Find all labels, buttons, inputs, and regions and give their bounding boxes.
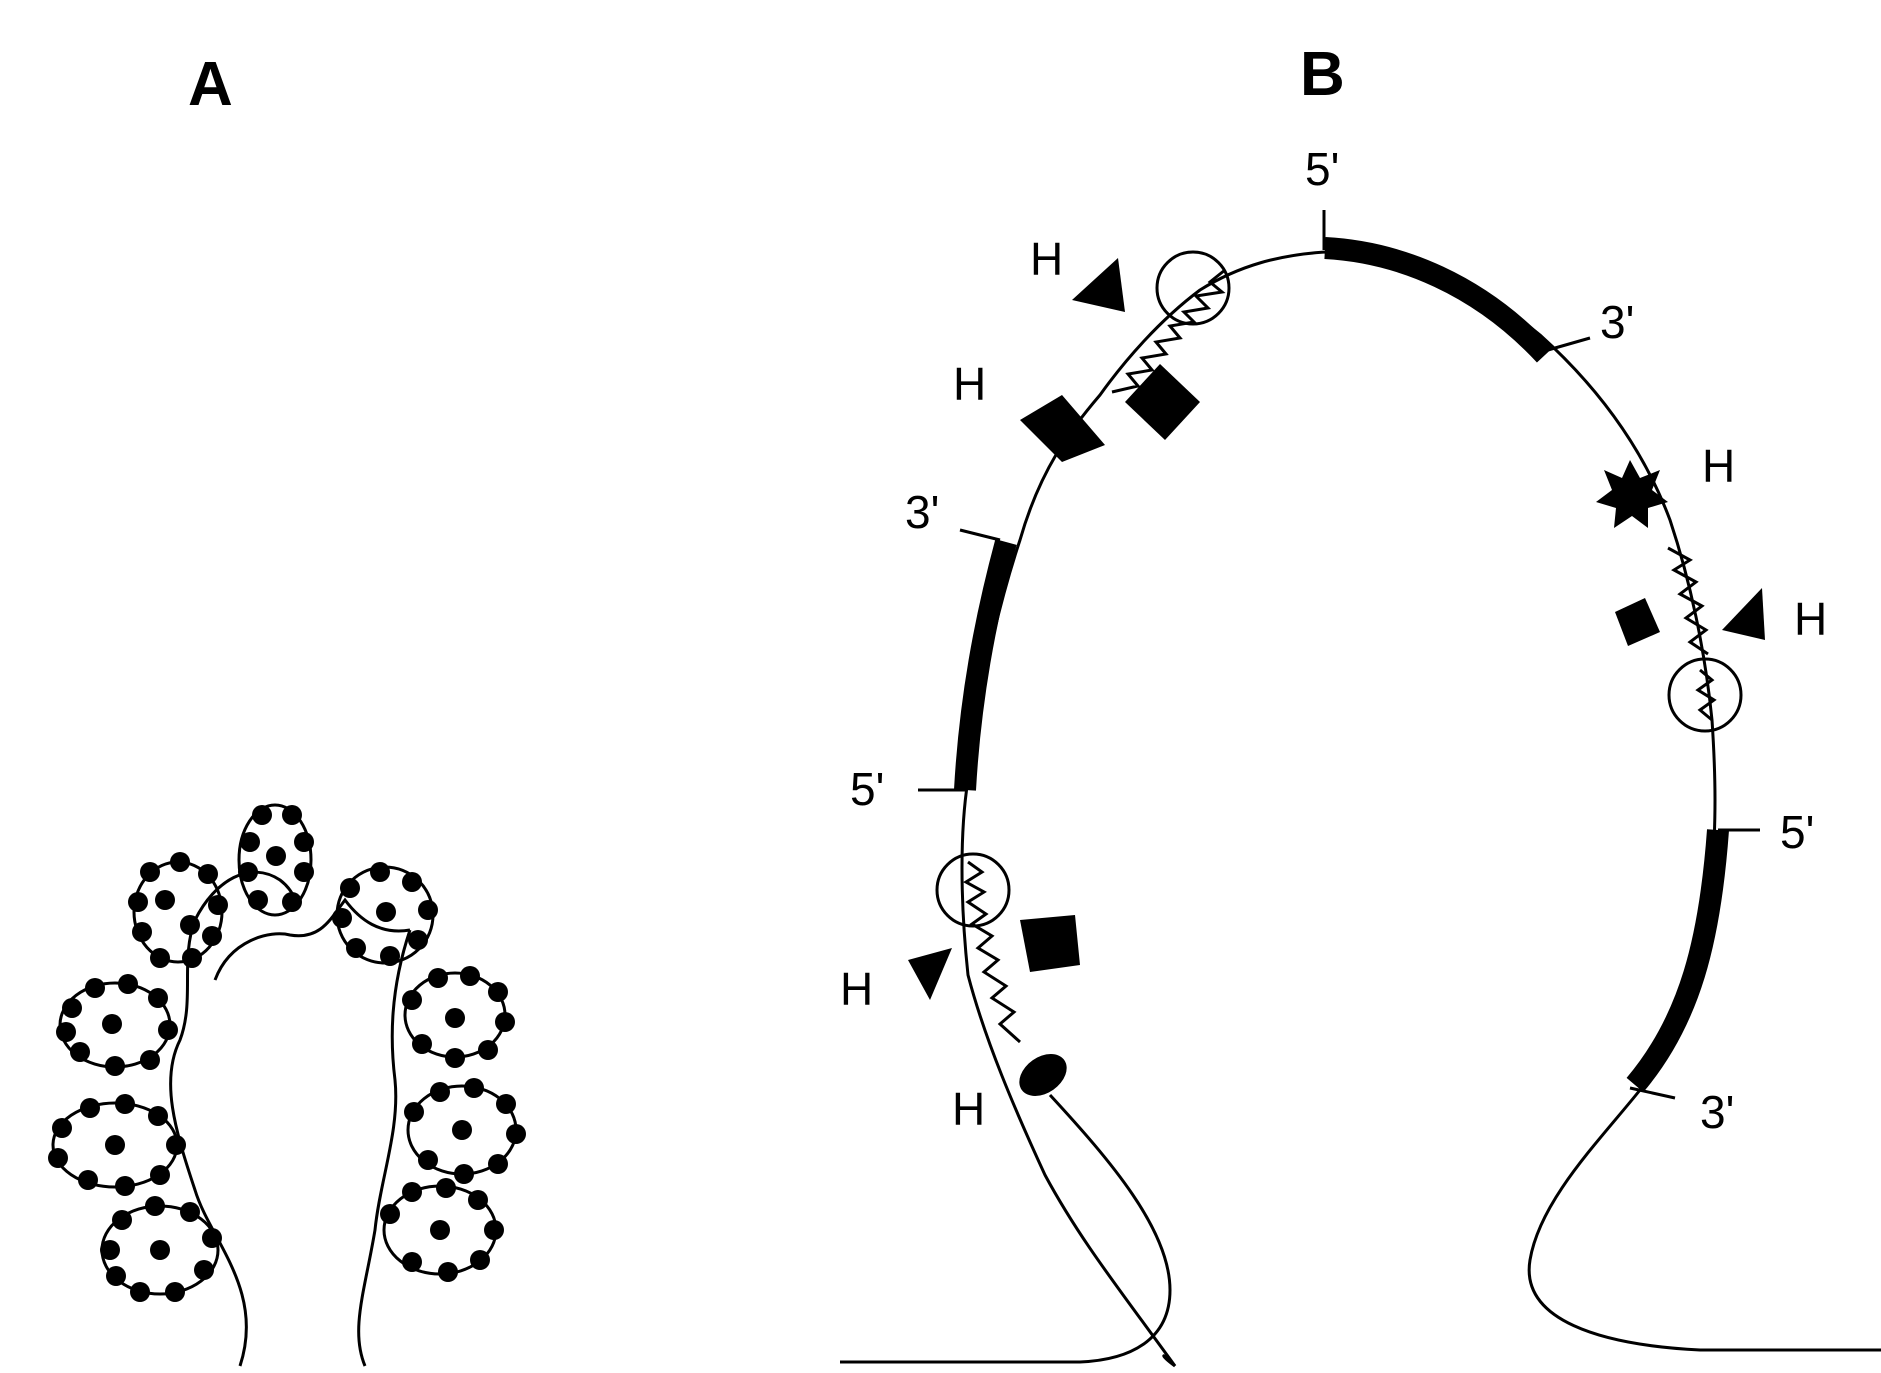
h-label-5: H (1702, 440, 1735, 492)
panel-a-loop-9 (380, 1178, 504, 1282)
regulatory-cluster-upper-left (1020, 250, 1231, 462)
regulatory-cluster-right (1596, 460, 1765, 733)
label-right-five-prime: 5' (1780, 806, 1814, 858)
star-marker (1596, 460, 1668, 528)
panel-b-label: B (1300, 40, 1345, 109)
square-marker-right (1615, 598, 1660, 646)
panel-a-fiber-top (213, 897, 411, 981)
panel-b-strand-left-bottom (840, 1093, 1172, 1364)
triangle-marker (1072, 258, 1125, 312)
panel-a-fiber-right (357, 929, 412, 1367)
label-top-three-prime: 3' (1600, 296, 1634, 348)
panel-a-loop-2 (237, 803, 314, 917)
gene-segment-left (954, 539, 1017, 791)
panel-a-loop-1 (128, 852, 228, 968)
panel-a-loop-6 (48, 1094, 186, 1196)
label-left-three-prime: 3' (905, 486, 939, 538)
zigzag-in-ring-right (1695, 668, 1717, 722)
label-right-three-prime: 3' (1700, 1086, 1734, 1138)
panel-a-loop-5 (402, 966, 515, 1068)
tick-top-3 (1547, 336, 1591, 352)
panel-a-fiber (169, 870, 299, 1367)
label-left-five-prime: 5' (850, 763, 884, 815)
panel-a-loop-7 (404, 1078, 526, 1184)
gene-segment-top (1324, 237, 1554, 363)
regulatory-cluster-lower-left (908, 852, 1080, 1096)
h-label-2: H (953, 358, 986, 410)
panel-b-strand (960, 250, 1881, 1367)
tick-right-3 (1629, 1086, 1676, 1100)
square-marker (1125, 364, 1200, 440)
h-label-3: H (840, 963, 873, 1015)
binding-site-ring-right (1667, 657, 1743, 733)
triangle-marker-lower (908, 948, 952, 1000)
diamond-marker (1020, 395, 1105, 462)
panel-a-label: A (188, 50, 233, 119)
panel-b: B 5' 3' 3' 5' 5' 3' H H (840, 40, 1881, 1368)
gene-segment-right (1626, 829, 1729, 1093)
binding-site-ring (1155, 250, 1231, 326)
panel-a-loop-3 (332, 862, 438, 966)
panel-a: A (48, 50, 526, 1367)
oval-marker (1019, 1054, 1067, 1096)
h-label-4: H (952, 1083, 985, 1135)
tick-left-3 (959, 528, 1001, 542)
zigzag-linker (1111, 268, 1226, 394)
zigzag-linker-lower (963, 860, 1022, 1044)
h-label-1: H (1030, 233, 1063, 285)
zigzag-linker-right (1667, 546, 1709, 656)
panel-b-strand-left-end (1162, 1354, 1177, 1368)
panel-a-loop-4 (56, 974, 178, 1076)
triangle-marker-right (1722, 588, 1765, 640)
h-label-6: H (1794, 593, 1827, 645)
square-marker-lower (1020, 915, 1080, 972)
label-top-five-prime: 5' (1305, 143, 1339, 195)
panel-a-loop-8 (100, 1196, 222, 1302)
